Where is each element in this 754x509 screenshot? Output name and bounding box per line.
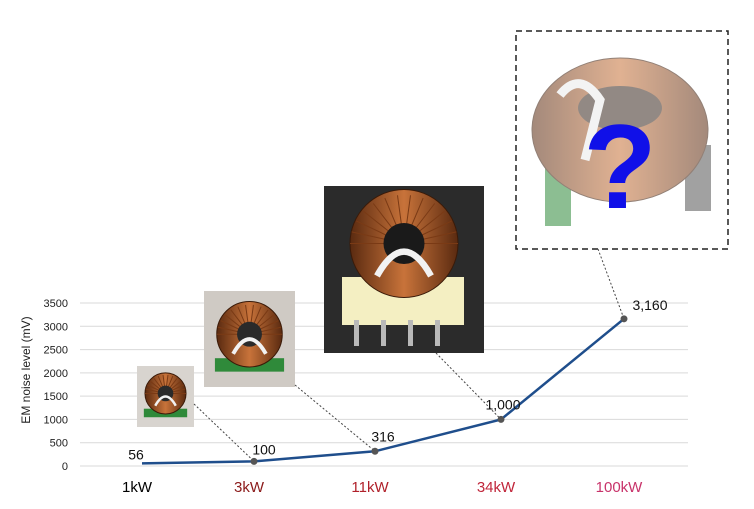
- pin: [354, 320, 359, 346]
- y-tick-label: 1000: [44, 414, 68, 426]
- y-tick-label: 3500: [44, 298, 68, 310]
- data-points: [250, 315, 628, 465]
- y-tick-label: 1500: [44, 391, 68, 403]
- data-labels: 56 100 316 1,000 3,160: [128, 297, 668, 463]
- data-label: 316: [371, 428, 395, 444]
- leader-line: [435, 352, 502, 420]
- data-point: [620, 315, 628, 323]
- inductor-photos: ?: [137, 30, 729, 427]
- y-tick-label: 500: [50, 438, 68, 450]
- photo-3kw: [204, 291, 295, 387]
- photo-100kw: ?: [515, 30, 729, 250]
- question-mark: ?: [583, 100, 656, 234]
- data-label: 1,000: [485, 396, 520, 412]
- leader-line: [193, 403, 255, 462]
- pin: [435, 320, 440, 346]
- leader-lines: [193, 248, 625, 462]
- x-tick-label: 3kW: [234, 479, 265, 496]
- data-point: [250, 457, 258, 465]
- pin: [408, 320, 413, 346]
- x-tick-label: 11kW: [351, 479, 389, 496]
- data-label: 56: [128, 446, 144, 462]
- insulation-wire: [374, 248, 434, 278]
- y-tick-label: 2000: [44, 368, 68, 380]
- data-label: 3,160: [632, 297, 667, 313]
- photo-11kw: [324, 186, 484, 353]
- y-tick-labels: 0 500 1000 1500 2000 2500 3000 3500: [44, 298, 68, 473]
- data-point: [371, 447, 379, 455]
- x-tick-labels: 1kW 3kW 11kW 34kW 100kW: [122, 479, 643, 496]
- insulation-wire: [154, 395, 177, 407]
- x-tick-label: 100kW: [596, 479, 644, 496]
- data-point: [497, 415, 505, 423]
- y-tick-label: 2500: [44, 345, 68, 357]
- leader-line: [294, 384, 376, 452]
- insulation-wire: [231, 337, 268, 355]
- x-tick-label: 34kW: [477, 479, 516, 496]
- insulation-wire: [556, 79, 605, 162]
- photo-1kw: [137, 366, 194, 427]
- leader-line: [597, 248, 625, 320]
- y-tick-label: 3000: [44, 321, 68, 333]
- data-label: 100: [252, 441, 276, 457]
- faded-inductor: [531, 57, 711, 226]
- y-tick-label: 0: [62, 461, 68, 473]
- x-tick-label: 1kW: [122, 479, 153, 496]
- pin: [381, 320, 386, 346]
